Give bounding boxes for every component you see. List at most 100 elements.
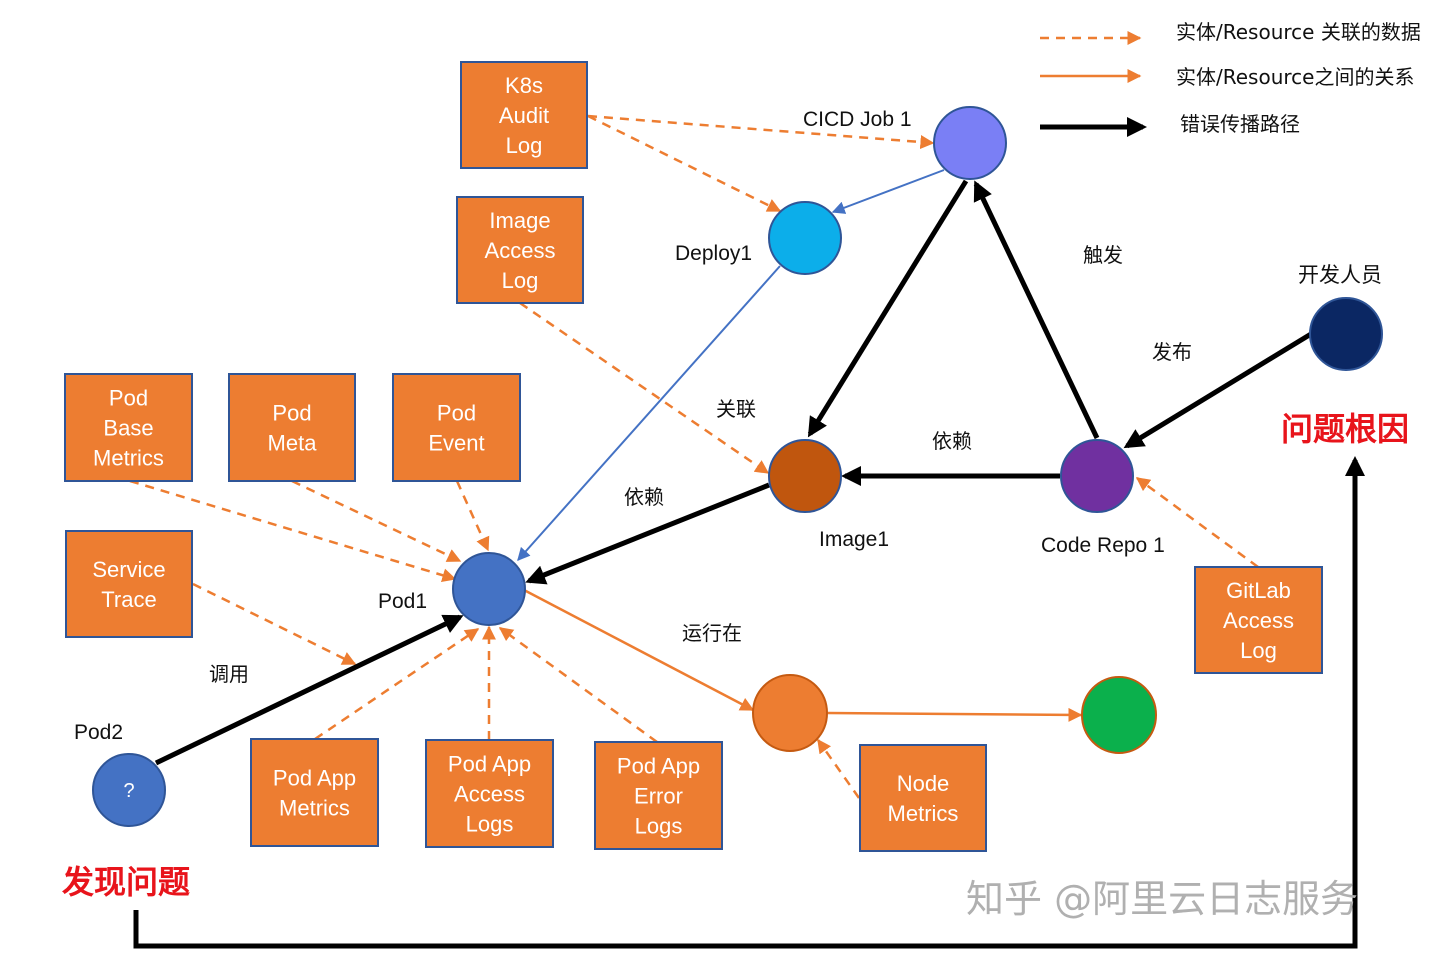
legend: 实体/Resource 关联的数据 实体/Resource之间的关系 错误传播路… (1040, 20, 1421, 137)
data-box-rect (456, 196, 584, 304)
edge-k8s-to-cicd (587, 114, 935, 149)
data-box-rect (392, 373, 521, 482)
data-box-label-line: Image (489, 208, 550, 233)
edge-imagelog-to-image (519, 301, 770, 475)
data-box-label-line: Metrics (888, 801, 959, 826)
data-box-rect (425, 739, 554, 848)
edge-cicd-to-deploy (831, 169, 945, 214)
data-box-label-line: Error (634, 784, 683, 809)
node-deploy[interactable] (768, 201, 842, 275)
legend-label-bold: 错误传播路径 (1180, 112, 1300, 136)
data-box-label-line: Log (1240, 638, 1277, 663)
callout-root-cause: 问题根因 (1281, 410, 1409, 448)
data-box-label-line: Log (502, 268, 539, 293)
node-image[interactable] (768, 439, 842, 513)
edge-label-trigger: 触发 (1083, 243, 1123, 267)
edge-repo-to-cicd (973, 180, 1100, 440)
data-box-label-line: K8s (505, 73, 543, 98)
node-code-repo[interactable] (1060, 439, 1134, 513)
edge-k8s-to-deploy (587, 114, 782, 213)
label-pod1: Pod1 (378, 590, 427, 613)
watermark: 知乎 @阿里云日志服务 (966, 877, 1358, 921)
legend-label-solid: 实体/Resource之间的关系 (1176, 65, 1414, 89)
pod2-question-mark: ? (123, 780, 134, 802)
node-pod1[interactable] (452, 552, 526, 626)
node-developer[interactable] (1309, 297, 1383, 371)
data-box-label-line: Trace (101, 587, 156, 612)
data-box-label-line: Access (485, 238, 556, 263)
entity-nodes: ? (92, 106, 1383, 827)
label-cicd-job: CICD Job 1 (803, 108, 912, 131)
data-box-label-line: Pod App (273, 766, 356, 791)
data-box-rect (64, 373, 193, 482)
edge-pod2-to-pod1 (154, 614, 464, 766)
edge-label-depend-image-pod: 依赖 (624, 485, 664, 509)
edge-dev-to-repo (1123, 331, 1313, 449)
edge-pod1-to-node (523, 588, 755, 712)
edge-servicetrace (192, 582, 357, 666)
edge-label-publish: 发布 (1152, 340, 1192, 364)
edge-label-call: 调用 (209, 662, 249, 686)
label-developer: 开发人员 (1298, 264, 1382, 287)
data-box-label-line: Pod (109, 386, 148, 411)
data-box-label-line: Audit (499, 103, 549, 128)
edge-podmeta-to-pod1 (291, 479, 462, 563)
edge-cicd-to-image (807, 179, 969, 438)
data-box-rect (594, 741, 723, 850)
data-box-label-line: Metrics (279, 796, 350, 821)
node-host[interactable] (752, 674, 828, 752)
edge-label-associate: 关联 (716, 397, 756, 421)
edge-appmetrics-to-pod1 (314, 627, 480, 741)
node-cicd-job[interactable] (933, 106, 1007, 180)
edge-found-to-root (133, 456, 1365, 949)
data-box-label-line: Service (92, 557, 165, 582)
edge-podbase-to-pod1 (129, 479, 457, 583)
label-code-repo: Code Repo 1 (1041, 534, 1165, 557)
data-box-rect (1194, 566, 1323, 674)
data-box-label-line: GitLab (1226, 578, 1291, 603)
data-box-rect (250, 738, 379, 847)
data-boxes: K8sAuditLogImageAccessLogPodBaseMetricsP… (64, 61, 1323, 852)
edge-podevent-to-pod1 (455, 480, 490, 552)
error-edges (133, 179, 1365, 949)
edge-deploy-to-pod1 (517, 265, 781, 561)
node-pod2[interactable] (92, 753, 166, 827)
data-box-label-line: Logs (466, 812, 514, 837)
label-image: Image1 (819, 528, 889, 551)
data-box-label-line: Event (428, 431, 484, 456)
node-labels: CICD Job 1 Deploy1 Image1 Code Repo 1 开发… (74, 108, 1382, 744)
data-box-label-line: Base (103, 416, 153, 441)
data-box-rect (228, 373, 356, 482)
label-pod2: Pod2 (74, 721, 123, 744)
data-box-label-line: Access (454, 782, 525, 807)
edge-label-run-on: 运行在 (682, 621, 742, 645)
data-box-rect (859, 744, 987, 852)
data-box-label-line: Pod (272, 401, 311, 426)
data-box-rect (460, 61, 588, 169)
data-box-rect (65, 530, 193, 638)
node-green[interactable] (1081, 676, 1157, 754)
edge-labels: 触发 发布 依赖 关联 依赖 调用 运行在 (209, 243, 1192, 686)
data-box-label-line: Logs (635, 814, 683, 839)
edge-nodemetrics-to-node (816, 738, 861, 799)
data-box-label-line: Pod App (617, 754, 700, 779)
edge-node-to-green (827, 707, 1083, 722)
data-box-label-line: Pod App (448, 752, 531, 777)
relation-edges (517, 169, 1083, 722)
data-box-label-line: Metrics (93, 446, 164, 471)
data-box-label-line: Meta (268, 431, 318, 456)
edge-label-depend-repo-image: 依赖 (932, 429, 972, 453)
callout-found-problem: 发现问题 (62, 863, 190, 901)
